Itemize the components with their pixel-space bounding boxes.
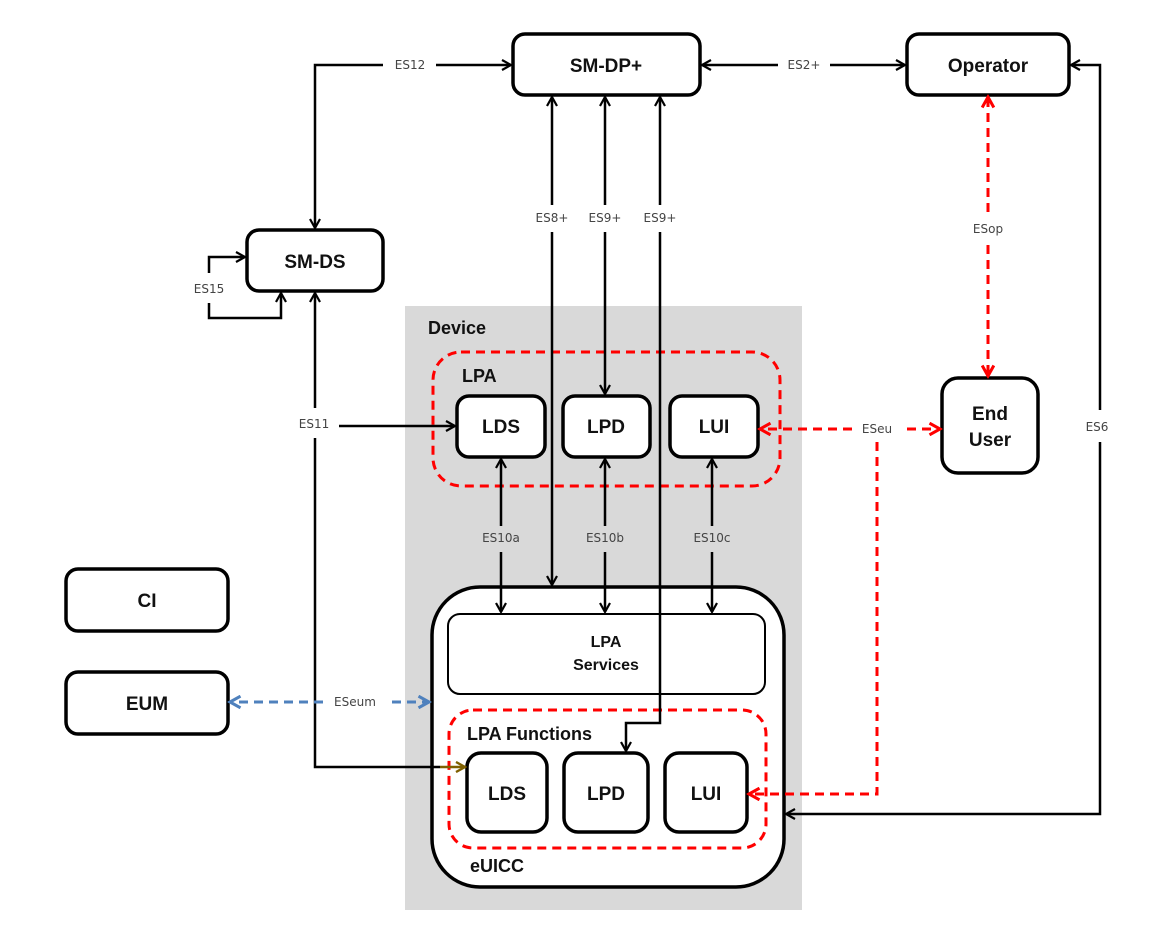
- ci-label: CI: [138, 591, 157, 612]
- lpa-lds-label: LDS: [482, 417, 520, 438]
- end-user-box: [940, 376, 1040, 475]
- es12-connector: [315, 63, 383, 228]
- lpa-region: [431, 350, 782, 488]
- end-user-label-1: End: [972, 404, 1008, 425]
- lpa-services-label-1: LPA: [591, 634, 622, 651]
- operator-label: Operator: [948, 56, 1029, 77]
- lpa-services-box: [447, 613, 766, 695]
- es10a-label: ES10a: [482, 531, 520, 545]
- euicc-lpd-label: LPD: [587, 784, 625, 805]
- eseu-label: ESeu: [862, 422, 892, 436]
- euicc-lds-label: LDS: [488, 784, 526, 805]
- es12-label: ES12: [395, 58, 425, 72]
- lpa-functions-label: LPA Functions: [467, 724, 592, 744]
- es6-connector-b: [786, 442, 1102, 814]
- es8plus-label: ES8+: [536, 211, 569, 225]
- eseum-label: ESeum: [334, 695, 376, 709]
- eseu-connector-c: [749, 442, 879, 794]
- es11-connector-bottom: [313, 438, 440, 769]
- es10b-label: ES10b: [586, 531, 624, 545]
- es6-label: ES6: [1086, 420, 1109, 434]
- es15-label: ES15: [194, 282, 224, 296]
- euicc-lds-box: [465, 751, 549, 834]
- ci-box: [64, 567, 230, 633]
- smdp-label: SM-DP+: [570, 56, 642, 77]
- es9plus-euicc-label: ES9+: [644, 211, 677, 225]
- es9plus-lpa-label: ES9+: [589, 211, 622, 225]
- es15-connector-b: [207, 293, 281, 320]
- es2plus-label: ES2+: [788, 58, 821, 72]
- esop-label: ESop: [973, 222, 1003, 236]
- lpa-lui-label: LUI: [699, 417, 730, 438]
- euicc-label: eUICC: [470, 856, 524, 876]
- es9plus-euicc-connector-b: [626, 232, 662, 751]
- lpa-label: LPA: [462, 366, 497, 386]
- es10c-label: ES10c: [693, 531, 730, 545]
- es6-connector-a: [1071, 65, 1102, 410]
- lpa-lpd-label: LPD: [587, 417, 625, 438]
- device-label: Device: [428, 318, 486, 338]
- lpa-functions-region: [447, 708, 768, 850]
- euicc-lpd-box: [562, 751, 650, 834]
- eum-label: EUM: [126, 694, 168, 715]
- lpa-services-label-2: Services: [573, 657, 639, 674]
- end-user-label-2: User: [969, 430, 1012, 451]
- es15-connector-a: [207, 257, 245, 273]
- smds-label: SM-DS: [284, 252, 345, 273]
- es11-label: ES11: [299, 417, 329, 431]
- euicc-lui-label: LUI: [691, 784, 722, 805]
